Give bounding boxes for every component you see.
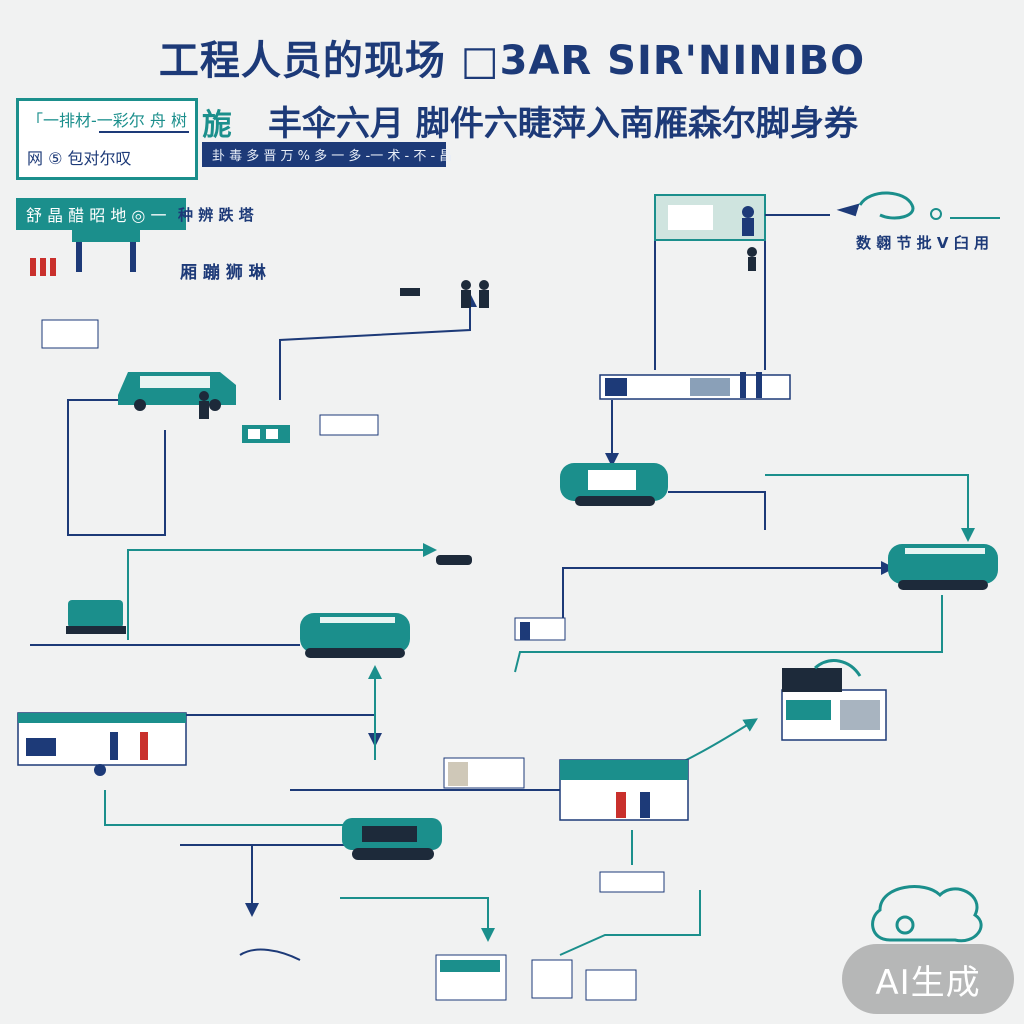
center-shelf	[443, 757, 689, 821]
teal-label-bar: 舒 晶 醋 昭 地 ◎ 一	[16, 198, 186, 230]
connector-right-loop	[514, 595, 943, 673]
machine-right-1	[560, 463, 668, 506]
people-figures	[199, 247, 757, 565]
subtitle: 丰伞六月 脚件六睫萍入南雁森尔脚身券	[268, 104, 858, 144]
small-icon-blocks	[30, 230, 665, 1001]
header-box-line1: 「一排材-一彩尔 舟 树	[27, 111, 187, 130]
page-title: 工程人员的现场 □3AR SIR'NINIBO	[158, 38, 866, 84]
upper-right-shelf	[599, 372, 791, 400]
machine-right-2	[888, 544, 998, 590]
connector-bottom-right	[559, 890, 701, 956]
bottom-right-motif	[871, 885, 983, 943]
left-station	[17, 712, 187, 776]
label-a: 种 辨 跌 塔	[178, 206, 254, 224]
connector-right-upper	[668, 491, 766, 530]
connector-right-mid	[562, 561, 895, 620]
header-box-rule	[99, 131, 189, 133]
label-b: 厢 蹦 狮 琳	[180, 263, 266, 283]
header-box-line2: 网 ⑤ 包对尔叹	[27, 149, 132, 168]
connector-upper-stair	[279, 293, 477, 400]
navy-info-bar: 卦 毒 多 晋 万 % 多 一 多 -一 术 - 不 - 昌	[202, 142, 452, 167]
connector-mid-branch	[127, 543, 437, 640]
machine-left-small	[66, 600, 126, 634]
machine-bottom	[342, 818, 442, 860]
connector-right-teal-1	[765, 474, 975, 542]
connector-low-left	[104, 790, 345, 826]
connector-mid-left	[185, 714, 382, 747]
connector-left-loop	[67, 399, 166, 536]
vehicle-top-left	[118, 372, 236, 411]
top-workstation	[654, 191, 1000, 241]
header-info-box: 「一排材-一彩尔 舟 树 网 ⑤ 包对尔叹	[16, 98, 198, 180]
ai-generated-badge: AI生成	[842, 944, 1014, 1014]
right-label: 数 翱 节 批 V 臼 用	[856, 234, 989, 252]
right-processing-unit	[781, 659, 887, 741]
machine-mid	[300, 613, 410, 658]
header-box-side-label: 旎	[202, 108, 232, 143]
connector-bottom-mid	[340, 897, 495, 942]
